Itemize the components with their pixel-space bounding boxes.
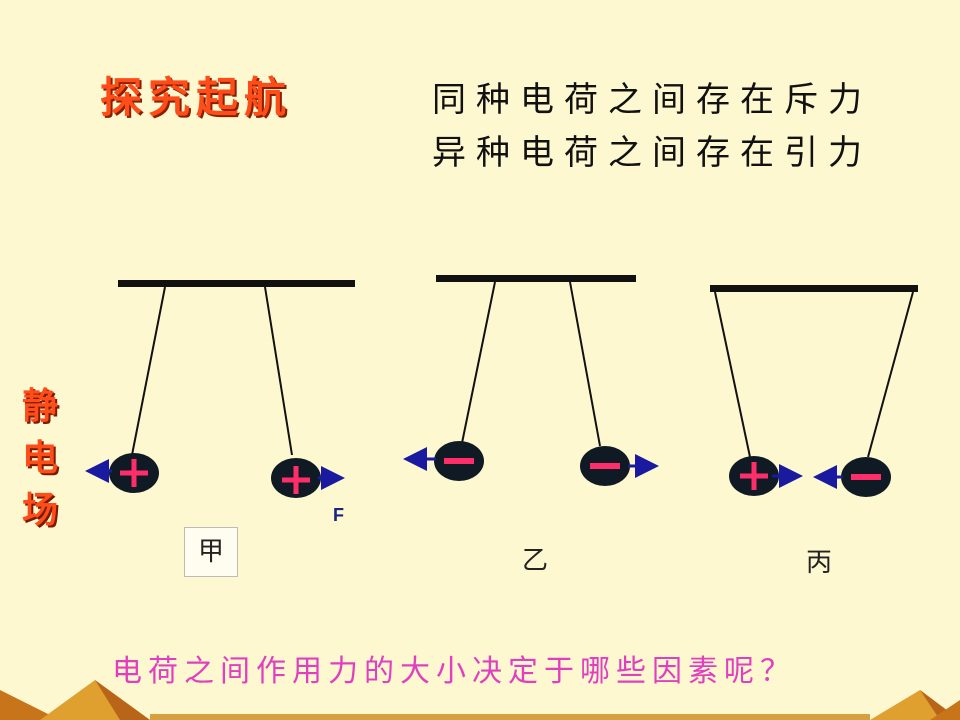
plus-sign-bing [740, 462, 768, 490]
case-label-bing: 丙 [806, 548, 833, 578]
question-text: 电荷之间作用力的大小决定于哪些因素呢？ [112, 654, 796, 689]
side-title: 静 电 场 [14, 380, 66, 536]
pyramid-decoration-right [870, 690, 960, 720]
plus-sign-jia-left [120, 459, 148, 487]
side-title-char: 场 [21, 489, 58, 531]
thread-bing-left [714, 291, 751, 458]
case-bing-apparatus [710, 285, 918, 497]
thread-yi-left [461, 281, 496, 444]
thread-bing-right [867, 291, 914, 458]
plus-sign-jia-right [282, 466, 310, 494]
case-label-jia: 甲 [184, 527, 238, 577]
case-label-yi: 乙 [522, 546, 549, 576]
support-bar-yi [436, 275, 636, 282]
force-label: F [333, 505, 344, 525]
bottom-band [150, 714, 870, 720]
support-bar-bing [710, 285, 918, 292]
case-jia-apparatus [85, 280, 355, 498]
thread-jia-left [131, 286, 166, 456]
support-bar-jia [118, 280, 355, 287]
pyramid-decoration-left [0, 680, 150, 720]
thread-jia-right [264, 286, 293, 456]
side-title-char: 静 [21, 385, 58, 427]
rule-like-charges: 同种电荷之间存在斥力 [432, 80, 872, 120]
slide-title: 探究起航 [100, 73, 293, 122]
thread-yi-right [569, 281, 601, 447]
case-yi-apparatus [403, 275, 659, 486]
side-title-char: 电 [21, 437, 58, 479]
rule-unlike-charges: 异种电荷之间存在引力 [432, 133, 872, 173]
